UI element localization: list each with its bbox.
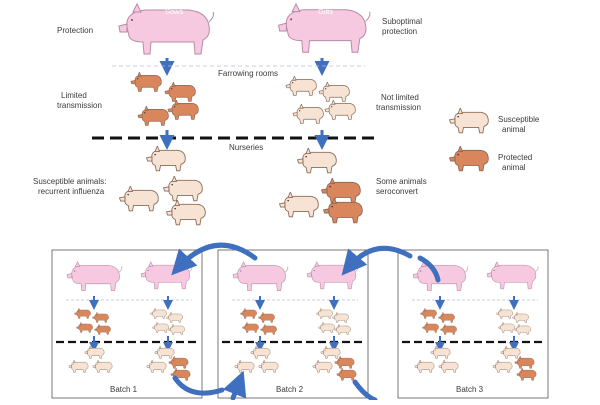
nursery-susceptible-group <box>118 146 206 226</box>
suboptimal-label-2: protection <box>382 27 417 36</box>
farrowing-label: Farrowing rooms <box>218 69 278 78</box>
susceptible-label-1: Susceptible animals: <box>33 177 106 186</box>
gilts-label: Gilts <box>318 7 333 16</box>
legend-susceptible-2: animal <box>502 125 526 134</box>
nursery-mixed-group <box>278 148 363 224</box>
cycle-arrow-icon <box>341 245 413 276</box>
cycle-arrow-icon <box>222 370 247 401</box>
sows-label: Sows <box>165 7 184 16</box>
batch-panel: Batch 2 <box>217 249 369 399</box>
limited-label-1: Limited <box>61 91 87 100</box>
legend-protected-2: animal <box>502 163 526 172</box>
cycle-arrows <box>171 242 441 403</box>
not-limited-label-2: transmission <box>376 103 421 112</box>
batch-label: Batch 3 <box>456 385 484 394</box>
batch-panel: Batch 3 <box>397 249 549 399</box>
batch-panel: Batch 1 <box>51 249 203 399</box>
not-limited-label-1: Not limited <box>381 93 419 102</box>
some-animals-label-1: Some animals <box>376 177 427 186</box>
protected-piglet-group <box>130 72 199 126</box>
legend: Susceptible animal Protected animal <box>448 108 540 172</box>
some-animals-label-2: seroconvert <box>376 187 419 196</box>
batch-panels: Batch 1 Batch 2 Batch 3 <box>51 249 549 399</box>
susceptible-label-2: recurrent influenza <box>38 187 105 196</box>
batch-label: Batch 2 <box>276 385 304 394</box>
legend-susceptible-1: Susceptible <box>498 115 540 124</box>
suboptimal-label-1: Suboptimal <box>382 17 422 26</box>
batch-label: Batch 1 <box>110 385 138 394</box>
nurseries-label: Nurseries <box>229 143 263 152</box>
legend-protected-swatch <box>448 146 489 172</box>
legend-susceptible-swatch <box>448 108 489 134</box>
legend-protected-1: Protected <box>498 153 532 162</box>
cycle-arrow-icon <box>171 242 258 276</box>
protection-label: Protection <box>57 26 93 35</box>
cycle-arrow-icon <box>352 379 378 403</box>
cycle-arrow-icon <box>417 255 441 283</box>
top-section: Sows Gilts Protection Suboptimal protect… <box>33 3 427 226</box>
susceptible-piglet-group <box>285 76 356 124</box>
limited-label-2: transmission <box>57 101 102 110</box>
cycle-arrow-icon <box>172 375 225 396</box>
